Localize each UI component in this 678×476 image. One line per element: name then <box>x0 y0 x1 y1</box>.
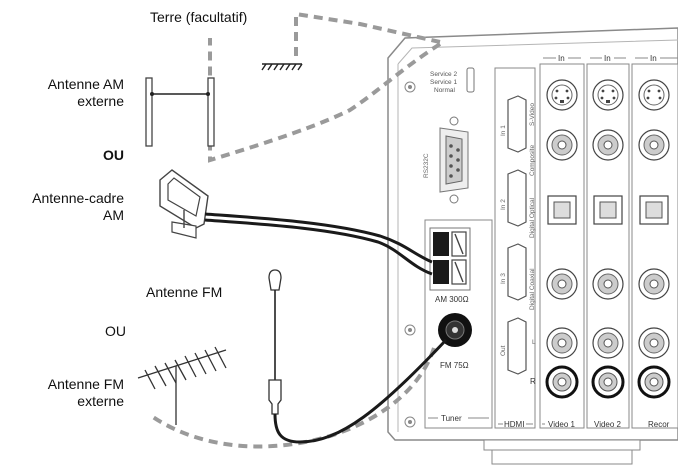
rs232c-port: RS232C <box>423 116 469 204</box>
video1-in-label: In <box>558 54 565 63</box>
fm-terminal-label: FM 75Ω <box>440 361 469 370</box>
video1-label: Video 1 <box>548 420 576 429</box>
hdmi-in3-label: In 3 <box>500 273 507 284</box>
hdmi-out-label: Out <box>500 345 507 356</box>
tuner-label: Tuner <box>441 414 462 423</box>
audio-l-label: L <box>532 339 536 346</box>
fm-wire-antenna <box>268 269 282 415</box>
am-external-label-1: Antenne AM <box>48 76 124 92</box>
video-labels: S-Video Composite Digital Optical Digita… <box>529 103 536 386</box>
external-am-antenna <box>145 77 215 147</box>
video2-in-label: In <box>604 54 611 63</box>
video2-column: In Video 2 <box>586 54 630 429</box>
record-column: In Recor <box>631 54 678 429</box>
or-label-1: OU <box>103 147 124 163</box>
hdmi-label: HDMI <box>504 420 524 429</box>
fm-external-label-2: externe <box>77 393 124 409</box>
hdmi-in1-label: In 1 <box>500 125 507 136</box>
svideo-label: S-Video <box>529 103 536 126</box>
fm-antenna-label: Antenne FM <box>146 284 222 300</box>
composite-label: Composite <box>529 145 536 176</box>
am-loop-antenna <box>159 169 209 239</box>
service-switch-label-3: Normal <box>434 87 456 94</box>
am-loop-label-1: Antenne-cadre <box>32 190 124 206</box>
diagram-labels: Terre (facultatif) Antenne AM externe OU… <box>32 9 247 409</box>
hdmi-in2-label: In 2 <box>500 199 507 210</box>
audio-r-label: R <box>530 377 536 386</box>
am-terminal-label: AM 300Ω <box>435 295 469 304</box>
rs232c-label: RS232C <box>423 153 430 178</box>
digital-optical-label: Digital Optical <box>529 197 536 238</box>
video1-column: In Video 1 <box>539 54 585 429</box>
digital-coaxial-label: Digital Coaxial <box>529 268 536 310</box>
video2-label: Video 2 <box>594 420 622 429</box>
ground-label: Terre (facultatif) <box>150 9 247 25</box>
record-label: Recor <box>648 420 670 429</box>
service-switch-label-2: Service 1 <box>430 79 457 86</box>
tuner-section: AM 300Ω FM 75Ω Tuner <box>424 219 493 429</box>
or-label-2: OU <box>105 323 126 339</box>
record-in-label: In <box>650 54 657 63</box>
antenna-cables <box>204 212 448 444</box>
external-fm-antenna <box>137 346 227 425</box>
hdmi-section: In 1 In 2 In 3 Out HDMI <box>494 67 536 429</box>
service-switch: Service 2 Service 1 Normal <box>430 67 475 94</box>
am-loop-label-2: AM <box>103 207 124 223</box>
service-switch-label-1: Service 2 <box>430 71 457 78</box>
am-external-label-2: externe <box>77 93 124 109</box>
ground-symbol <box>261 63 303 71</box>
fm-external-label-1: Antenne FM <box>48 376 124 392</box>
